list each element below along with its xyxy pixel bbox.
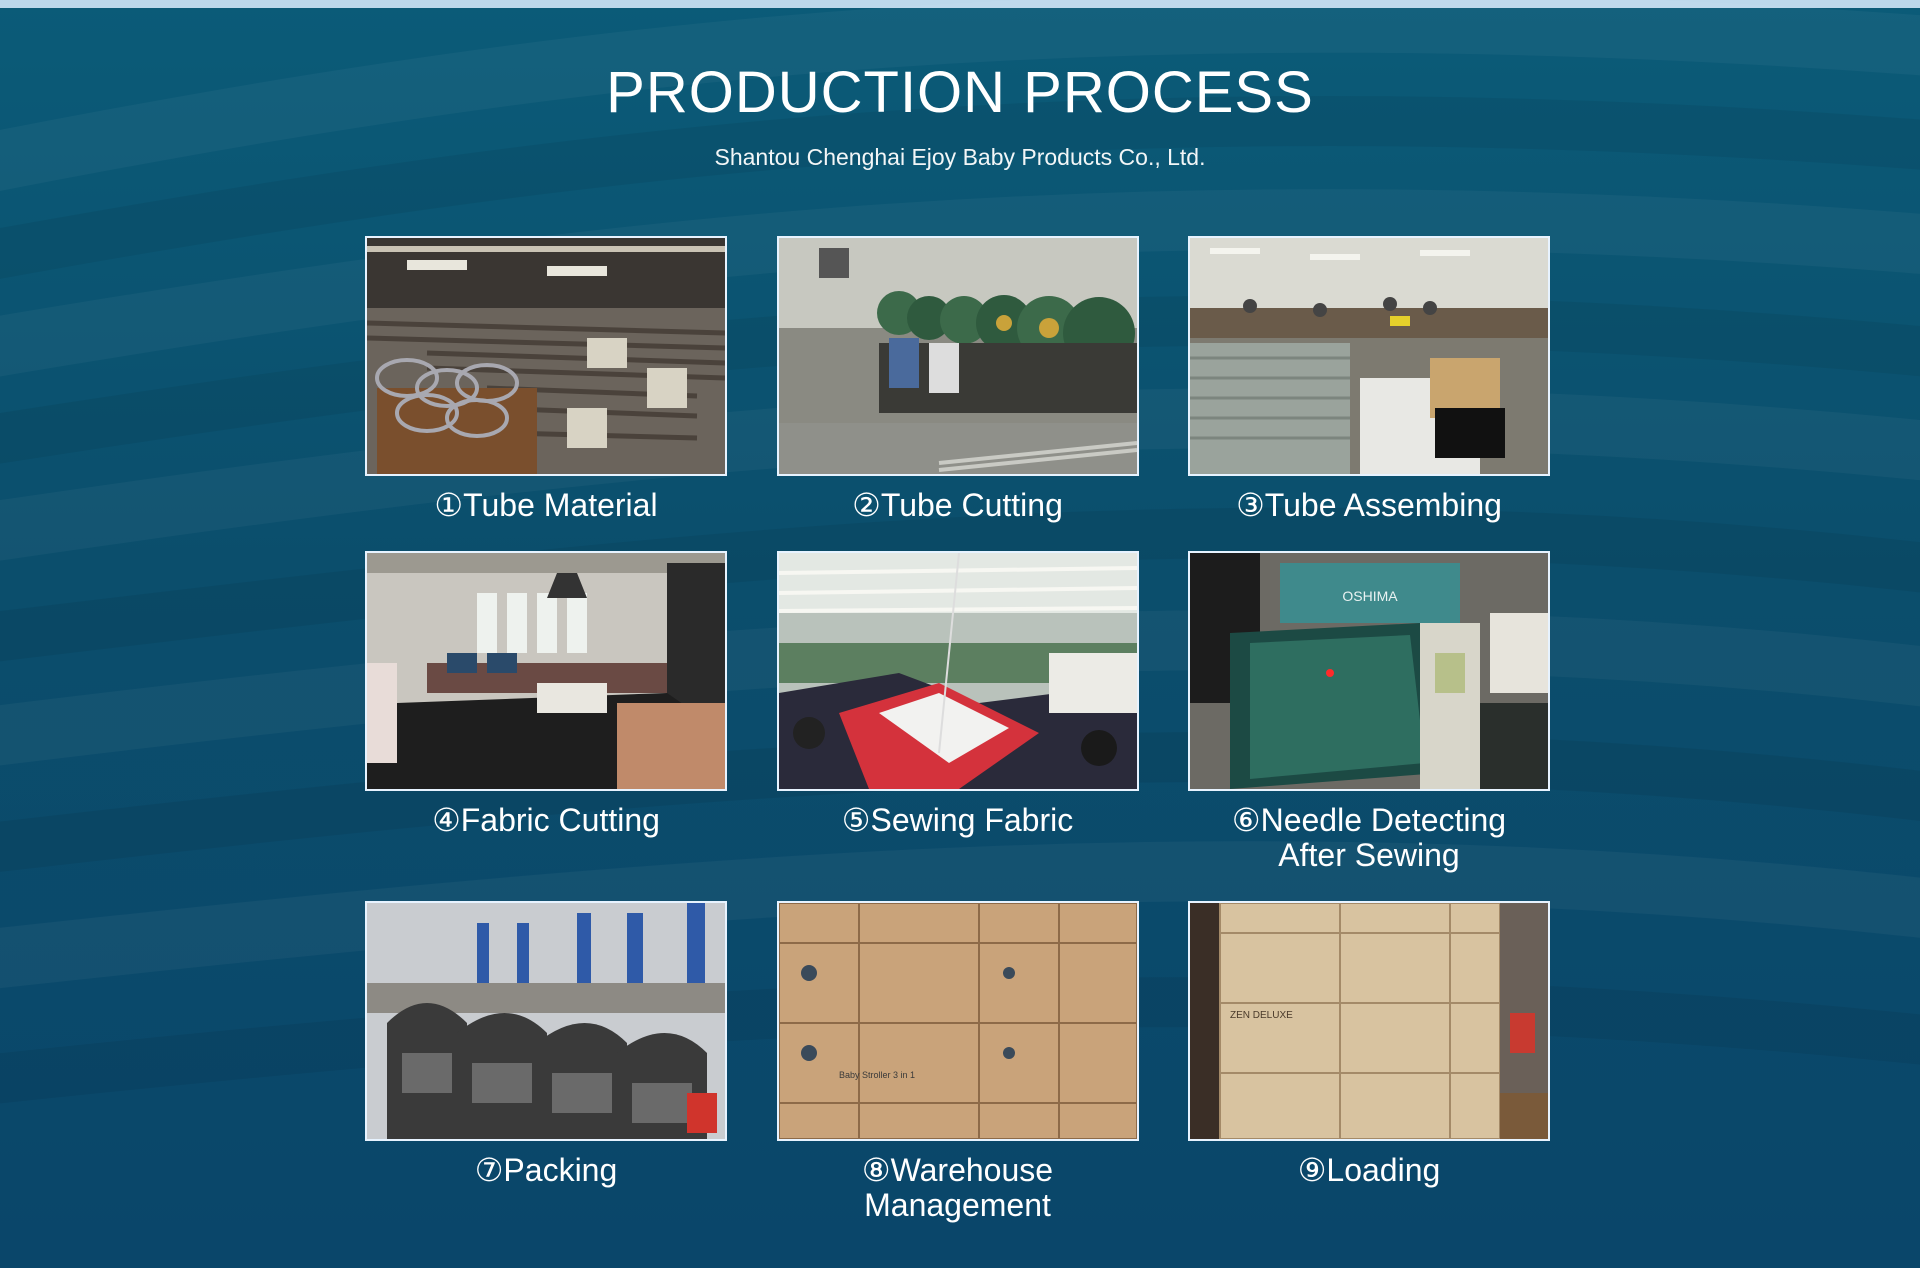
step-caption: ⑤Sewing Fabric <box>841 802 1074 838</box>
box-label-text: Baby Stroller 3 in 1 <box>839 1070 915 1080</box>
step-caption: ④Fabric Cutting <box>432 802 660 838</box>
needle-detecting-photo: OSHIMA <box>1188 551 1550 791</box>
oshima-brand-text: OSHIMA <box>1342 588 1398 604</box>
step-caption: ⑨Loading <box>1297 1152 1441 1188</box>
step-caption: ⑧Warehouse Management <box>777 1153 1139 1223</box>
packing-photo <box>365 901 727 1141</box>
page-header: PRODUCTION PROCESS Shantou Chenghai Ejoy… <box>0 58 1920 171</box>
process-step-5: ⑤Sewing Fabric <box>776 551 1139 873</box>
loading-photo: ZEN DELUXE <box>1188 901 1550 1141</box>
step-caption: ③Tube Assembing <box>1236 487 1502 523</box>
step-caption-line-2: After Sewing <box>1278 837 1460 873</box>
process-step-2: ②Tube Cutting <box>776 236 1139 523</box>
step-caption: ①Tube Material <box>434 487 658 523</box>
page-title: PRODUCTION PROCESS <box>606 60 1314 125</box>
process-row-2: ④Fabric Cutting ⑤Sewing Fabric <box>365 551 1550 873</box>
step-caption-line-2: Management <box>864 1187 1051 1223</box>
tube-cutting-photo <box>776 236 1139 476</box>
process-step-3: ③Tube Assembing <box>1188 236 1550 523</box>
tube-material-photo <box>365 236 727 476</box>
process-row-1: ①Tube Material <box>365 236 1550 523</box>
step-caption-line-1: ⑥Needle Detecting <box>1231 802 1507 838</box>
warehouse-photo: Baby Stroller 3 in 1 <box>776 901 1139 1141</box>
step-caption: ⑦Packing <box>474 1152 618 1188</box>
process-step-9: ZEN DELUXE ⑨Loading <box>1188 901 1550 1223</box>
process-grid: ①Tube Material <box>365 236 1550 1251</box>
fabric-cutting-photo <box>365 551 727 791</box>
process-row-3: ⑦Packing Baby Stroller 3 in 1 <box>365 901 1550 1223</box>
box-label-text: ZEN DELUXE <box>1230 1010 1293 1021</box>
step-caption: ⑥Needle Detecting After Sewing <box>1188 803 1550 873</box>
sewing-fabric-photo <box>776 551 1139 791</box>
process-step-7: ⑦Packing <box>365 901 727 1223</box>
process-step-8: Baby Stroller 3 in 1 ⑧Warehouse Manageme… <box>776 901 1139 1223</box>
page-subtitle: Shantou Chenghai Ejoy Baby Products Co.,… <box>714 144 1206 170</box>
process-step-6: OSHIMA ⑥Needle Detecting After Sewing <box>1188 551 1550 873</box>
tube-assembing-photo <box>1188 236 1550 476</box>
process-step-1: ①Tube Material <box>365 236 727 523</box>
step-caption-line-1: ⑧Warehouse <box>861 1152 1054 1188</box>
top-accent-line <box>0 0 1920 8</box>
step-caption: ②Tube Cutting <box>852 487 1063 523</box>
process-step-4: ④Fabric Cutting <box>365 551 727 873</box>
